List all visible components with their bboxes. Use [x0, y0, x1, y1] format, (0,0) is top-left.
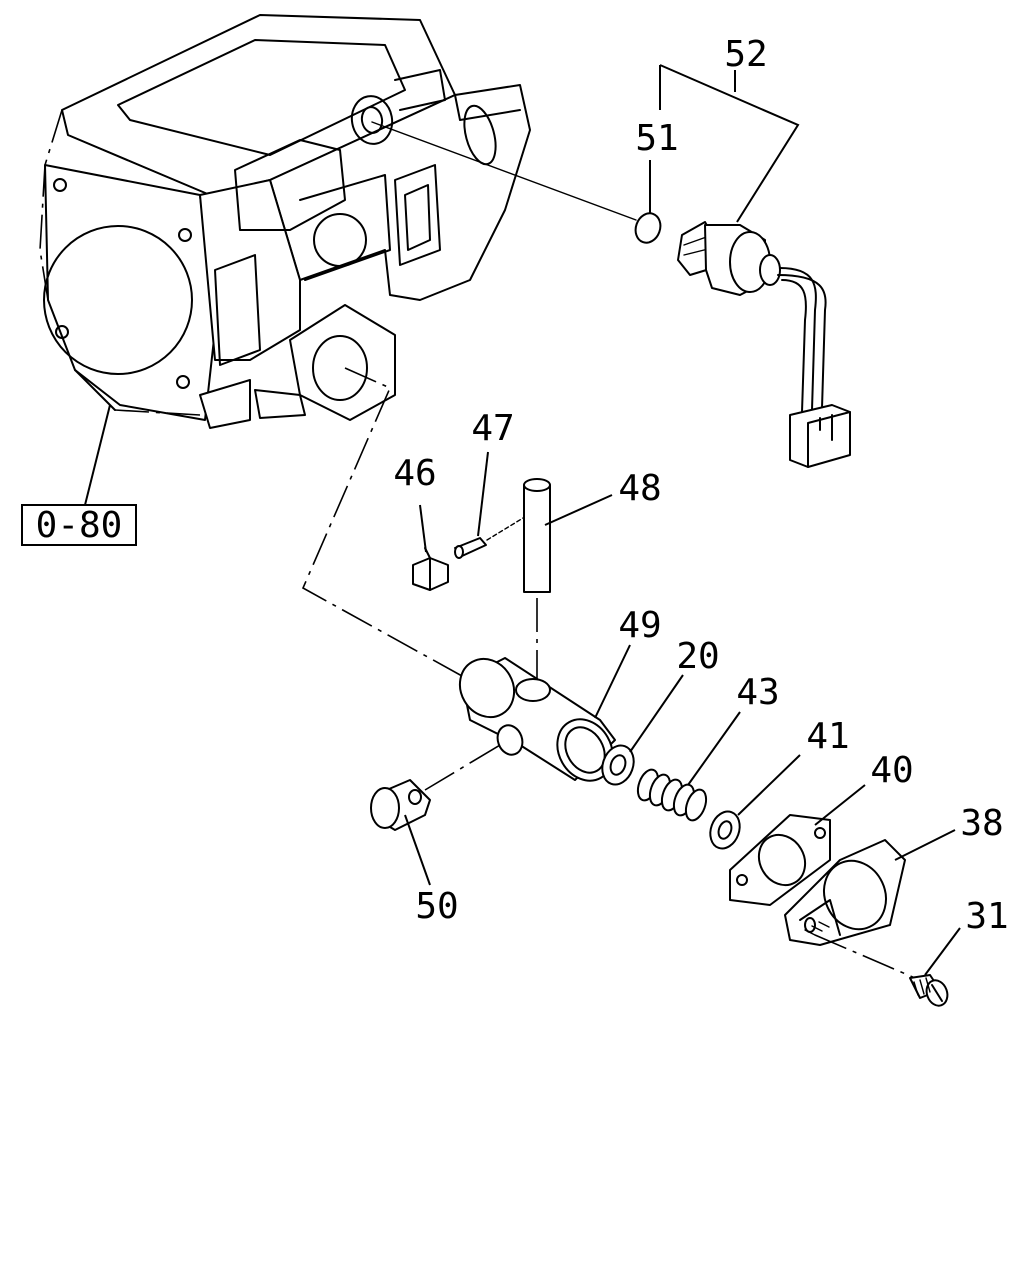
callout-labels: 52 51 47 46 48 49 20 43 41 40 38 31 50: [393, 34, 1008, 937]
reference-box-frame: [21, 504, 137, 546]
callout-51: 51: [635, 118, 678, 159]
part-38-cover: [784, 829, 956, 946]
reference-leader-line: [84, 404, 111, 506]
callout-50-leader: [404, 814, 431, 886]
callout-20: 20: [676, 636, 719, 677]
part-52-sensor-assembly: [659, 64, 851, 468]
callout-46: 46: [393, 453, 436, 494]
callout-48: 48: [618, 468, 661, 509]
part-47-pin: [454, 451, 529, 559]
callout-41: 41: [806, 716, 849, 757]
part-46-clip: [412, 504, 449, 591]
reference-box: 0-80: [21, 404, 137, 546]
part-48-shaft: [523, 478, 613, 682]
callout-40-leader: [814, 784, 866, 826]
callout-47-leader: [477, 451, 489, 537]
callout-43: 43: [736, 672, 779, 713]
part-49-sleeve: [301, 367, 631, 782]
part-50-plug: [370, 744, 501, 886]
callout-52-bracket: [659, 64, 800, 223]
callout-40: 40: [870, 750, 913, 791]
callout-46-leader: [419, 504, 427, 553]
callout-38: 38: [960, 803, 1003, 844]
callout-49-leader: [594, 644, 631, 719]
part-43-spring: [636, 711, 741, 822]
callout-50: 50: [415, 886, 458, 927]
callout-49: 49: [618, 605, 661, 646]
part-41-washer: [709, 754, 801, 850]
part-31-screw: [814, 927, 961, 1007]
callout-20-leader: [629, 674, 684, 753]
callout-52: 52: [724, 34, 767, 75]
throttle-body-housing: [39, 14, 531, 429]
callout-31-leader: [924, 927, 961, 976]
part-51-o-ring: [371, 121, 662, 244]
callout-38-leader: [894, 829, 956, 861]
callout-43-leader: [687, 711, 741, 786]
part-40-gasket: [729, 784, 866, 906]
callout-41-leader: [737, 754, 801, 816]
part-20-washer: [601, 674, 684, 786]
callout-47: 47: [471, 408, 514, 449]
callout-31: 31: [965, 896, 1008, 937]
callout-48-leader: [544, 494, 613, 526]
sensor-axis-line: [371, 121, 637, 221]
reference-box-label: 0-80: [36, 505, 123, 546]
